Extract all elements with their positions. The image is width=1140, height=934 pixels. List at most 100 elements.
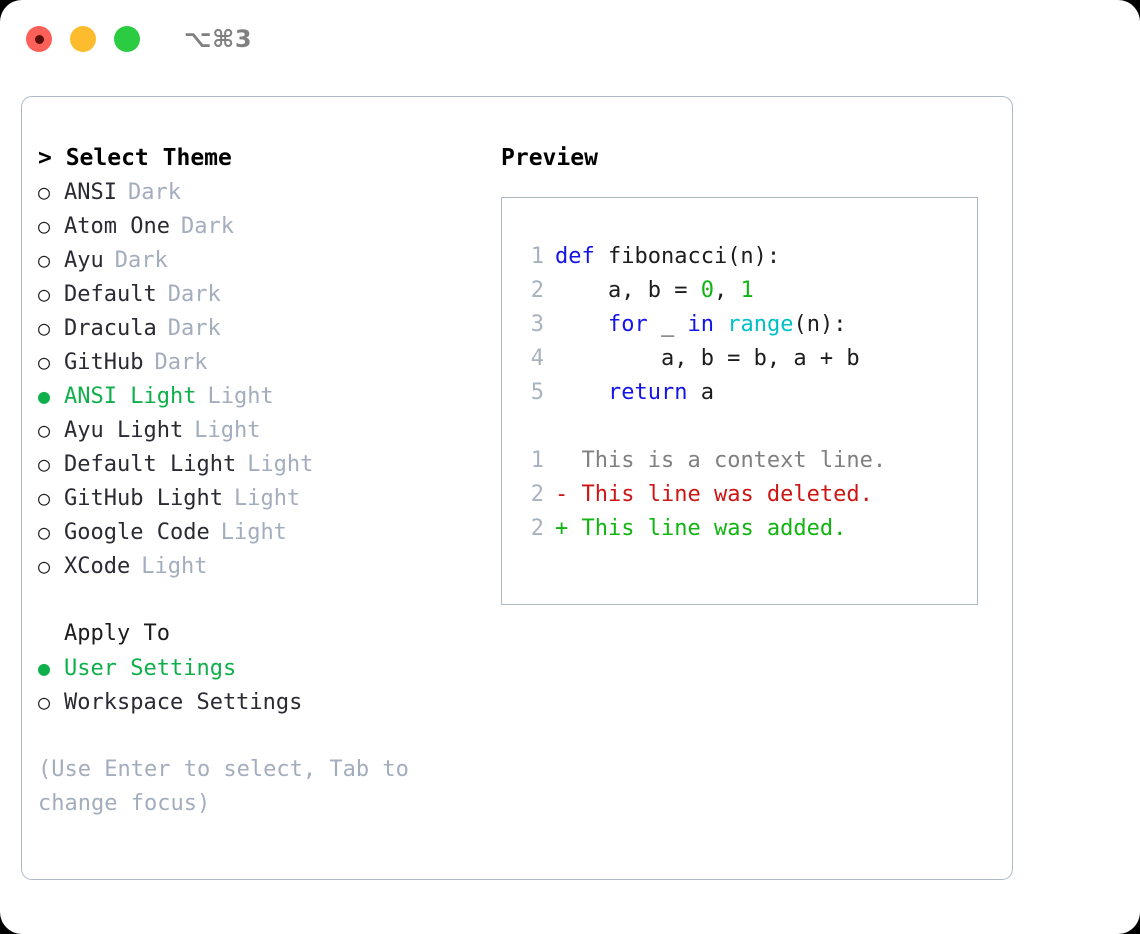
- theme-kind-label: Light: [207, 384, 274, 409]
- apply-to-option-user-settings[interactable]: ● User Settings: [38, 651, 478, 685]
- radio-unselected-icon[interactable]: ○: [38, 248, 51, 272]
- line-number: 3: [530, 312, 544, 337]
- code-token-kw: def: [555, 244, 608, 269]
- theme-name: Default Light: [64, 452, 237, 477]
- theme-option-ansi-light[interactable]: ● ANSI Light Light: [38, 379, 478, 413]
- code-token-txt: a: [687, 380, 714, 405]
- keyboard-hint-text: (Use Enter to select, Tab to change focu…: [38, 757, 423, 816]
- theme-name: ANSI Light: [64, 384, 197, 409]
- diff-line-ctx: 1 This is a context line.: [502, 444, 977, 478]
- radio-unselected-icon[interactable]: ○: [38, 690, 51, 714]
- radio-unselected-icon[interactable]: ○: [38, 418, 51, 442]
- line-number: 4: [530, 346, 544, 371]
- diff-line-del: 2- This line was deleted.: [502, 478, 977, 512]
- theme-kind-label: Dark: [180, 214, 234, 239]
- radio-selected-icon[interactable]: ●: [38, 384, 51, 408]
- apply-to-heading: Apply To: [64, 621, 170, 646]
- theme-kind-label: Dark: [114, 248, 168, 273]
- theme-option-ayu-light[interactable]: ○ Ayu Light Light: [38, 413, 478, 447]
- code-token-txt: (n):: [793, 312, 847, 337]
- theme-option-default-light[interactable]: ○ Default Light Light: [38, 447, 478, 481]
- theme-name: Ayu Light: [64, 418, 184, 443]
- code-token-kw: in: [687, 312, 714, 337]
- radio-unselected-icon[interactable]: ○: [38, 214, 51, 238]
- diff-text: This line was added.: [581, 516, 847, 541]
- theme-name: Atom One: [64, 214, 170, 239]
- radio-selected-icon[interactable]: ●: [38, 656, 51, 680]
- diff-text: This line was deleted.: [581, 482, 873, 507]
- code-token-kw: for: [607, 312, 648, 337]
- code-token-txt: a, b = b, a + b: [555, 346, 860, 371]
- theme-kind-label: Dark: [167, 282, 221, 307]
- theme-kind-label: Light: [194, 418, 261, 443]
- theme-option-xcode[interactable]: ○ XCode Light: [38, 549, 478, 583]
- code-token-txt: [555, 308, 608, 342]
- code-diff-spacer: [502, 410, 977, 444]
- minimize-window-button[interactable]: [70, 26, 96, 52]
- list-spacer: [38, 583, 478, 617]
- diff-line-add: 2+ This line was added.: [502, 512, 977, 546]
- radio-unselected-icon[interactable]: ○: [38, 452, 51, 476]
- apply-to-label: Workspace Settings: [64, 690, 303, 715]
- code-token-txt: _: [647, 312, 688, 337]
- radio-unselected-icon[interactable]: ○: [38, 350, 51, 374]
- code-line: 5 return a: [502, 376, 977, 410]
- theme-name: Google Code: [64, 520, 210, 545]
- theme-name: XCode: [64, 554, 131, 579]
- code-token-txt: [714, 308, 727, 342]
- code-token-txt: [555, 376, 608, 410]
- code-line: 4 a, b = b, a + b: [502, 342, 977, 376]
- close-window-button[interactable]: [26, 26, 52, 52]
- theme-name: Dracula: [64, 316, 157, 341]
- theme-kind-label: Light: [141, 554, 208, 579]
- theme-option-atom-one[interactable]: ○ Atom One Dark: [38, 209, 478, 243]
- theme-name: ANSI: [64, 180, 117, 205]
- code-line: 3 for _ in range(n):: [502, 308, 977, 342]
- radio-unselected-icon[interactable]: ○: [38, 520, 51, 544]
- theme-kind-label: Light: [220, 520, 287, 545]
- radio-unselected-icon[interactable]: ○: [38, 316, 51, 340]
- theme-kind-label: Light: [247, 452, 314, 477]
- code-token-num: 1: [740, 278, 754, 303]
- theme-option-google-code[interactable]: ○ Google Code Light: [38, 515, 478, 549]
- code-token-kw: return: [607, 380, 688, 405]
- theme-option-ansi[interactable]: ○ ANSI Dark: [38, 175, 478, 209]
- apply-to-label: User Settings: [64, 656, 237, 681]
- radio-unselected-icon[interactable]: ○: [38, 180, 51, 204]
- line-number: 2: [530, 278, 544, 303]
- code-token-txt: ,: [713, 278, 741, 303]
- radio-unselected-icon[interactable]: ○: [38, 486, 51, 510]
- theme-kind-label: Dark: [167, 316, 221, 341]
- apply-to-list[interactable]: ● User Settings ○ Workspace Settings: [38, 651, 478, 719]
- line-number: 1: [530, 448, 544, 473]
- line-number: 2: [530, 482, 544, 507]
- radio-unselected-icon[interactable]: ○: [38, 554, 51, 578]
- theme-kind-label: Dark: [127, 180, 181, 205]
- select-theme-heading: > Select Theme: [38, 145, 232, 171]
- apply-to-option-workspace-settings[interactable]: ○ Workspace Settings: [38, 685, 478, 719]
- theme-kind-label: Dark: [154, 350, 208, 375]
- maximize-window-button[interactable]: [114, 26, 140, 52]
- theme-option-dracula[interactable]: ○ Dracula Dark: [38, 311, 478, 345]
- window-titlebar: ⌥⌘3: [0, 0, 1140, 78]
- theme-option-default[interactable]: ○ Default Dark: [38, 277, 478, 311]
- code-token-fn: range: [727, 312, 794, 337]
- theme-kind-label: Light: [233, 486, 301, 511]
- line-number: 2: [530, 516, 544, 541]
- diff-text: This is a context line.: [581, 448, 887, 473]
- code-token-num: 0: [700, 278, 714, 303]
- radio-unselected-icon[interactable]: ○: [38, 282, 51, 306]
- diff-marker: -: [555, 482, 582, 507]
- diff-marker: [555, 444, 582, 478]
- theme-name: Default: [64, 282, 157, 307]
